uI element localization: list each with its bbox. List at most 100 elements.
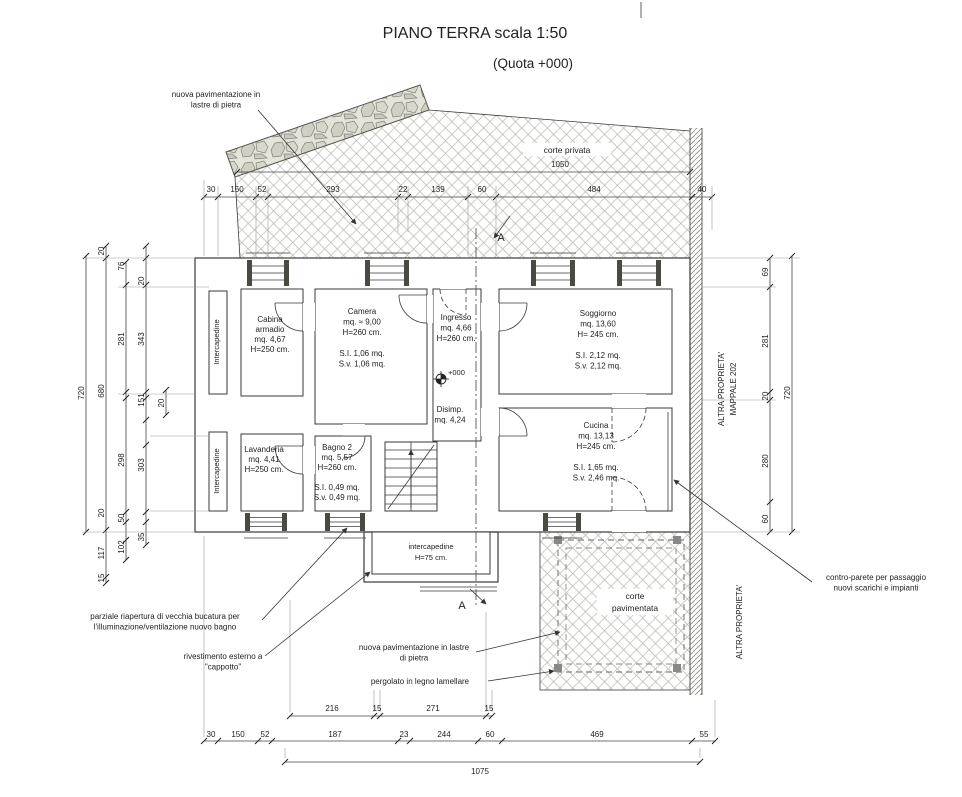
- dim-tick: [214, 737, 222, 745]
- leader-lines: [257, 109, 813, 682]
- dim-tick: [696, 758, 704, 766]
- door: [481, 302, 528, 332]
- dim-tick: [102, 242, 110, 250]
- dim-bottom: 271: [426, 704, 440, 713]
- note-riapertura-bucatura: parziale riapertura di vecchia bucatura …: [90, 612, 240, 632]
- property-boundary: [689, 128, 703, 695]
- room-soggiorno: [498, 288, 673, 395]
- dim-right: 60: [761, 514, 770, 523]
- dim-tick: [482, 712, 490, 720]
- dim-tick: [268, 737, 276, 745]
- dim-tick: [766, 388, 774, 396]
- dim-left: 343: [137, 332, 146, 346]
- door: [481, 407, 528, 437]
- altra-proprieta-label-2: ALTRA PROPRIETA': [735, 584, 744, 659]
- pergola-inner-outline: [565, 547, 677, 665]
- dim-tick: [498, 737, 506, 745]
- intercapedine-label-bottom: Intercapedine: [212, 448, 221, 493]
- dim-left: 76: [117, 261, 126, 270]
- dim-tick: [688, 193, 696, 201]
- courtyard-boundary-line: [428, 109, 691, 132]
- dim-top: 30: [207, 185, 216, 194]
- pergola-post: [673, 536, 681, 544]
- dim-bottom: 55: [700, 730, 709, 739]
- door-swing-arc: [342, 435, 366, 459]
- pergola-outline: [557, 539, 685, 673]
- leader-controparete: [673, 479, 813, 583]
- rooms: [208, 288, 673, 512]
- dim-bottom: 244: [437, 730, 451, 739]
- dim-bottom: 469: [590, 730, 604, 739]
- dim-tick: [142, 416, 150, 424]
- intercapedine-bottom-label-2: H=75 cm.: [415, 553, 447, 562]
- dim-top: 139: [431, 185, 445, 194]
- altra-proprieta-label-1: ALTRA PROPRIETA': [717, 351, 726, 426]
- dim-bottom: 216: [325, 704, 339, 713]
- dim-tick: [122, 394, 130, 402]
- leader-pergolato: [487, 668, 555, 682]
- dim-tick: [233, 168, 241, 176]
- door-swing-arc: [498, 407, 528, 437]
- dim-bottom: 60: [486, 730, 495, 739]
- door-swing-arc: [439, 288, 467, 316]
- door-swing-arc: [611, 476, 647, 512]
- dim-tick: [142, 518, 150, 526]
- intercapedine-cavity: [371, 531, 491, 575]
- dim-left: 102: [117, 540, 126, 554]
- dim-left: 117: [97, 546, 106, 559]
- dim-bottom: 23: [400, 730, 409, 739]
- dim-left: 15: [97, 573, 106, 582]
- property-boundary-hatch: [690, 128, 702, 695]
- courtyard-private-label: corte privata: [544, 145, 591, 155]
- dim-left: 151: [137, 393, 146, 407]
- room-camera: [314, 288, 428, 425]
- dim-left: 20: [97, 246, 106, 255]
- dim-top: 293: [326, 185, 340, 194]
- sheet-title: PIANO TERRA scala 1:50: [383, 25, 568, 42]
- staircase: [385, 442, 437, 511]
- dim-left: 680: [97, 384, 106, 398]
- dim-tick: [370, 712, 378, 720]
- dim-top: 22: [399, 185, 408, 194]
- intercapedine-bottom-label-1: intercapedine: [408, 542, 453, 551]
- courtyard-paved-label-2: pavimentata: [612, 603, 659, 613]
- room-intercapedine-top: [208, 290, 228, 395]
- dim-bottom: 15: [485, 704, 494, 713]
- door: [611, 476, 647, 532]
- dim-tick: [488, 712, 496, 720]
- door-swing-arc: [611, 407, 647, 443]
- dim-right: 69: [761, 267, 770, 276]
- dim-tick: [200, 737, 208, 745]
- dim-right: 280: [761, 454, 770, 468]
- dim-tick: [142, 541, 150, 549]
- dim-right: 281: [761, 334, 770, 348]
- dim-left: 20: [137, 276, 146, 285]
- note-pergolato: pergolato in legno lamellare: [371, 677, 470, 686]
- courtyard-paved-label-1: corte: [626, 591, 645, 601]
- section-marker-top: A: [497, 232, 505, 244]
- door-swing-arc: [498, 302, 528, 332]
- dim-tick: [406, 737, 414, 745]
- window: [542, 513, 582, 539]
- dim-top: 1050: [551, 160, 569, 169]
- room-label-disimpegno: Disimp.mq. 4,24: [434, 405, 466, 425]
- room-ingresso-disimpegno: [432, 288, 482, 442]
- dim-tick: [102, 573, 110, 581]
- pergola-post: [673, 664, 681, 672]
- dim-bottom: 150: [231, 730, 245, 739]
- mappale-label: MAPPALE 202: [729, 362, 738, 415]
- dim-top: 52: [258, 185, 267, 194]
- windows-layer: [244, 252, 662, 539]
- section-marker-bottom: A: [458, 600, 466, 612]
- dim-bottom: 1075: [471, 767, 489, 776]
- dim-tick: [162, 411, 170, 419]
- dim-tick: [688, 737, 696, 745]
- courtyard-private: corte privata: [225, 84, 691, 259]
